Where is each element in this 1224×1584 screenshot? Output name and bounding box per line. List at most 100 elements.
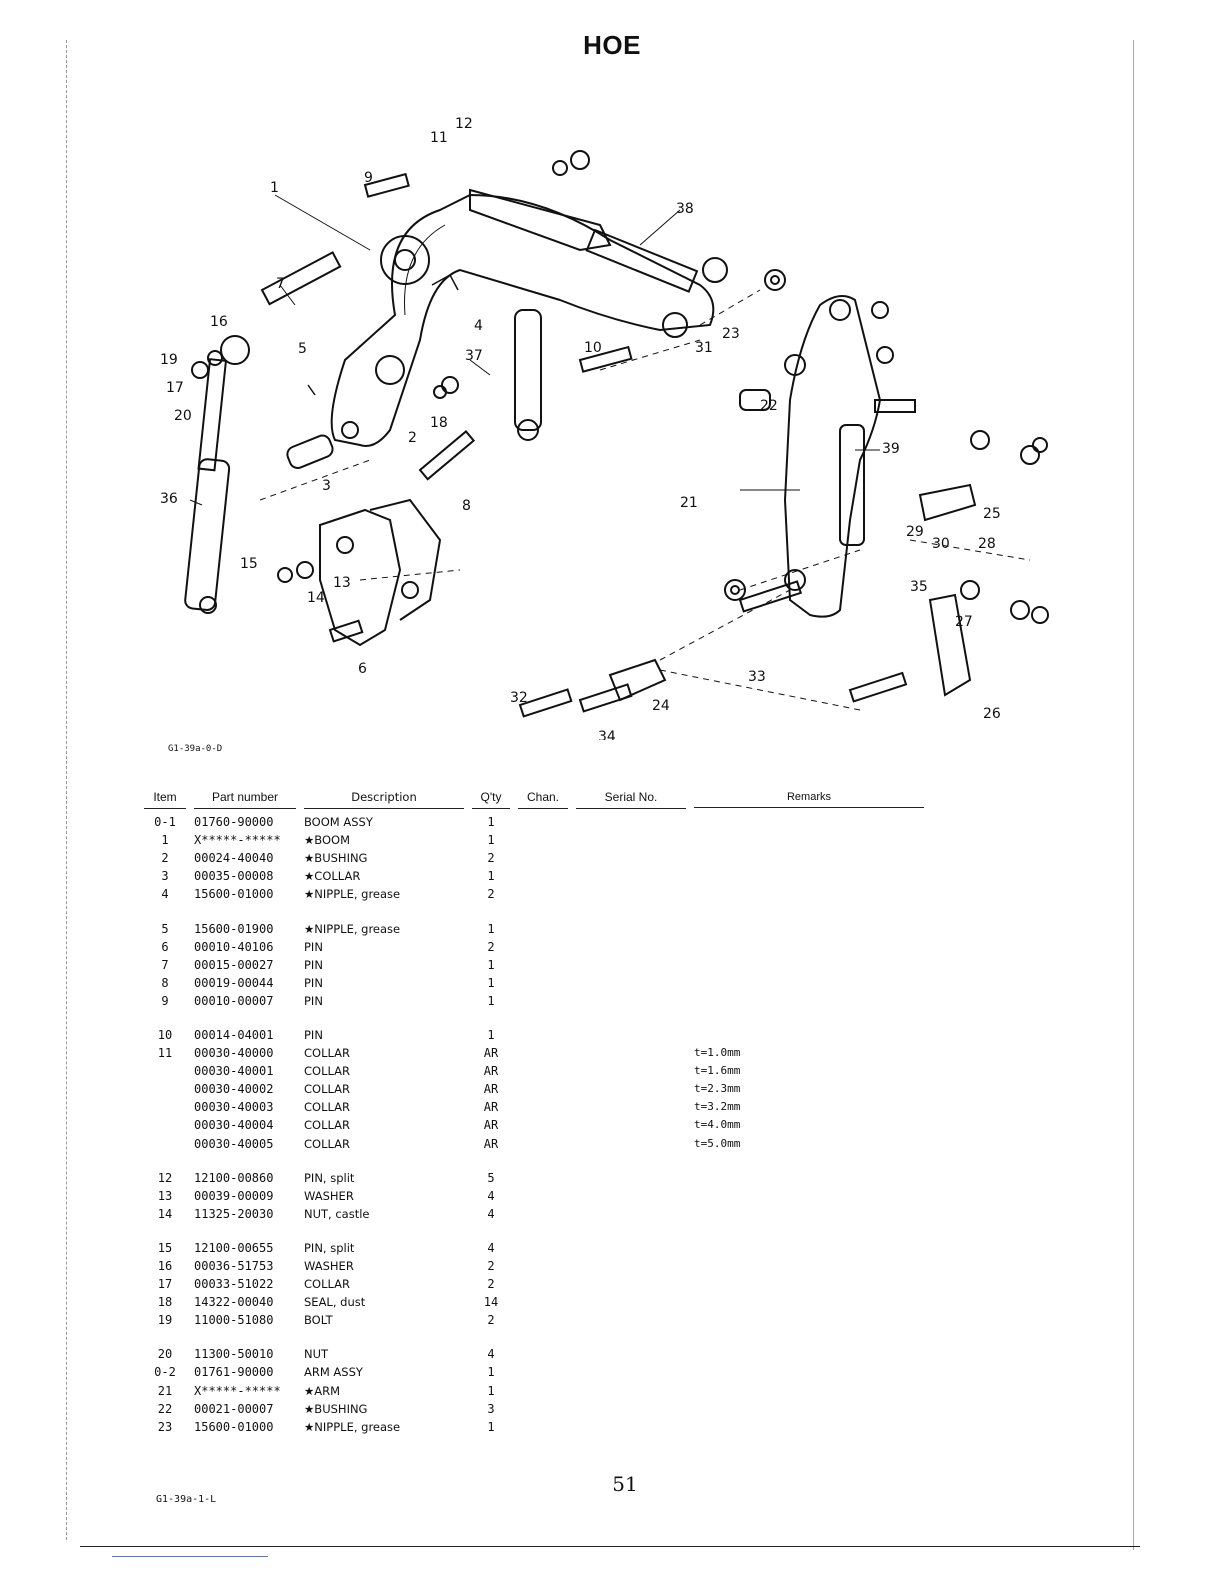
callout-5: 5 [298,341,307,357]
cell-item: 0-2 [154,1365,176,1380]
cell-item: 5 [161,921,169,936]
cell-qty: 1 [487,1383,495,1398]
cell-chan [514,974,572,992]
cell-chan [514,1080,572,1098]
cell-qty: AR [483,1064,499,1079]
cell-part: 00014-04001 [194,1027,274,1042]
cell-qty: AR [483,1082,499,1097]
cell-qty: 2 [487,851,495,866]
cell-qty: 1 [487,815,495,830]
cell-part: 00035-00008 [194,869,274,884]
cell-serial [572,956,690,974]
cell-desc: ★NIPPLE, grease [304,887,401,902]
cell-item: 21 [157,1383,173,1398]
cell-qty: AR [483,1118,499,1133]
cell-remarks [690,1363,928,1381]
callout-24: 24 [652,698,670,714]
callout-39: 39 [882,441,900,457]
cell-serial [572,1418,690,1436]
cell-serial [572,1080,690,1098]
cell-part: 00030-40004 [194,1118,274,1133]
bottom-rule [80,1546,1140,1547]
header-change: Chan. [518,790,568,809]
cell-qty: AR [483,1136,499,1151]
page-number: 51 [612,1472,638,1496]
cell-item: 3 [161,869,169,884]
cell-part: 15600-01900 [194,921,274,936]
cell-qty: 1 [487,993,495,1008]
cell-serial [572,1293,690,1311]
page-title: HOE [583,30,641,60]
header-remarks: Remarks [694,791,924,808]
cell-part: 11325-20030 [194,1206,274,1221]
cell-desc: PIN, split [304,1170,355,1185]
cell-chan [514,1116,572,1134]
cell-desc: ★NIPPLE, grease [304,921,401,936]
cell-qty: 4 [487,1188,495,1203]
cell-qty: 2 [487,939,495,954]
cell-desc: SEAL, dust [304,1295,366,1310]
cell-serial [572,1311,690,1329]
cell-serial [572,1116,690,1134]
cell-part: 00024-40040 [194,851,274,866]
cell-part: 00030-40005 [194,1136,274,1151]
cell-chan [514,1187,572,1205]
cell-desc: ★BUSHING [304,851,368,866]
callout-28: 28 [978,536,996,552]
callout-13: 13 [333,575,351,591]
cell-chan [514,1382,572,1400]
cell-desc: ★COLLAR [304,869,361,884]
cell-part: X*****-***** [194,1383,281,1398]
cell-serial [572,1062,690,1080]
cell-serial [572,813,690,831]
cell-chan [514,1345,572,1363]
cell-item: 18 [157,1295,173,1310]
cell-chan [514,1418,572,1436]
cell-remarks [690,867,928,885]
callout-18: 18 [430,415,448,431]
exploded-parts-diagram: 1 2 3 4 5 6 7 8 9 10 11 12 13 14 15 16 1… [160,116,1049,740]
cell-desc: PIN [304,1027,323,1042]
cell-part: 00039-00009 [194,1188,274,1203]
cell-qty: AR [483,1100,499,1115]
cell-serial [572,1239,690,1257]
table-spacer-row [140,903,928,919]
link-25 [918,483,977,522]
cell-qty: 1 [487,1365,495,1380]
cell-remarks [690,1205,928,1223]
cell-remarks [690,1257,928,1275]
cell-serial [572,1169,690,1187]
link-26 [928,593,972,697]
cell-part: 12100-00860 [194,1170,274,1185]
figure-code: G1-39a-0-D [168,744,223,754]
cell-remarks [690,1382,928,1400]
cell-serial [572,1187,690,1205]
cell-part: 00010-00007 [194,993,274,1008]
cell-chan [514,938,572,956]
cell-part: 14322-00040 [194,1295,274,1310]
callout-14: 14 [307,590,325,606]
cell-item: 6 [161,939,169,954]
cell-part: 00030-40001 [194,1064,274,1079]
cell-chan [514,1239,572,1257]
cell-item [140,1135,190,1153]
cell-desc: NUT [304,1347,329,1362]
bottom-link-underline [112,1556,268,1557]
cell-part: X*****-***** [194,833,281,848]
cell-desc: PIN [304,993,323,1008]
cell-part: 11300-50010 [194,1347,274,1362]
cell-qty: 3 [487,1401,495,1416]
cell-item: 8 [161,975,169,990]
cell-qty: 4 [487,1240,495,1255]
callout-31: 31 [695,340,713,356]
cell-serial [572,1205,690,1223]
cell-serial [572,1257,690,1275]
